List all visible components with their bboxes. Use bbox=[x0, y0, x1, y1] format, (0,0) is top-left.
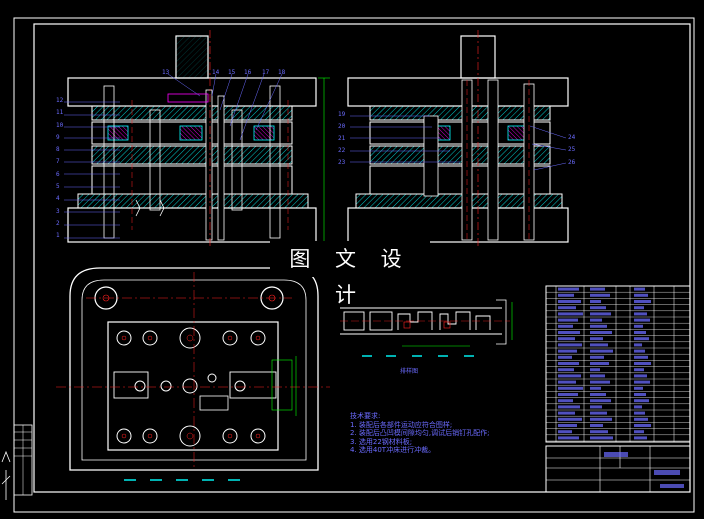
outer-frame bbox=[13, 17, 695, 513]
callout-number: 18 bbox=[278, 69, 286, 76]
callout-number: 11 bbox=[56, 109, 64, 117]
callout-number: 7 bbox=[56, 158, 60, 166]
callout-number: 2 bbox=[56, 219, 60, 227]
callout-number: 14 bbox=[212, 69, 220, 76]
bom-table bbox=[545, 285, 691, 443]
side-section-view bbox=[347, 30, 569, 246]
note-item-3: 3. 选用22钢材料板; bbox=[350, 437, 413, 446]
callout-number: 21 bbox=[338, 135, 346, 142]
plan-view bbox=[56, 267, 330, 481]
callout-number: 22 bbox=[338, 147, 346, 154]
callout-number: 9 bbox=[56, 133, 60, 141]
callout-number: 15 bbox=[228, 69, 236, 76]
callout-number: 5 bbox=[56, 183, 60, 191]
strip-layout bbox=[340, 299, 513, 357]
strip-layout-caption: 排样图 bbox=[400, 368, 419, 375]
corner-arrows bbox=[1, 450, 11, 500]
front-section-view bbox=[64, 30, 330, 246]
notes-title: 技术要求: bbox=[350, 412, 381, 420]
callout-number: 25 bbox=[568, 146, 576, 153]
callout-number: 6 bbox=[56, 170, 60, 178]
inner-frame bbox=[33, 23, 691, 493]
technical-requirements: 技术要求: 1. 装配后各部件运动应符合图样; 2. 装配后凸凹模间隙均匀,调试… bbox=[350, 412, 490, 455]
callout-number: 26 bbox=[568, 159, 576, 166]
callout-number: 24 bbox=[568, 134, 576, 141]
callout-number: 16 bbox=[244, 69, 252, 76]
note-item-4: 4. 选用40T冲床进行冲裁。 bbox=[350, 446, 436, 455]
note-item-1: 1. 装配后各部件运动应符合图样; bbox=[350, 420, 453, 429]
callouts-left-column: 12 11 10 9 8 7 6 5 4 3 2 1 bbox=[56, 97, 64, 246]
callout-number: 3 bbox=[56, 207, 60, 215]
note-item-2: 2. 装配后凸凹模间隙均匀,调试后销钉孔配作; bbox=[350, 429, 490, 438]
callout-number: 1 bbox=[56, 232, 60, 240]
callout-number: 23 bbox=[338, 159, 346, 166]
callout-number: 17 bbox=[262, 69, 270, 76]
callout-number: 13 bbox=[162, 69, 170, 76]
watermark-label: 图 文 设 计 bbox=[270, 241, 430, 307]
callout-number: 19 bbox=[338, 111, 346, 118]
callout-number: 12 bbox=[56, 97, 64, 104]
callout-number: 20 bbox=[338, 123, 346, 130]
callout-number: 4 bbox=[56, 195, 60, 203]
callout-number: 10 bbox=[56, 121, 64, 129]
title-block bbox=[545, 445, 691, 493]
callout-number: 8 bbox=[56, 146, 60, 154]
